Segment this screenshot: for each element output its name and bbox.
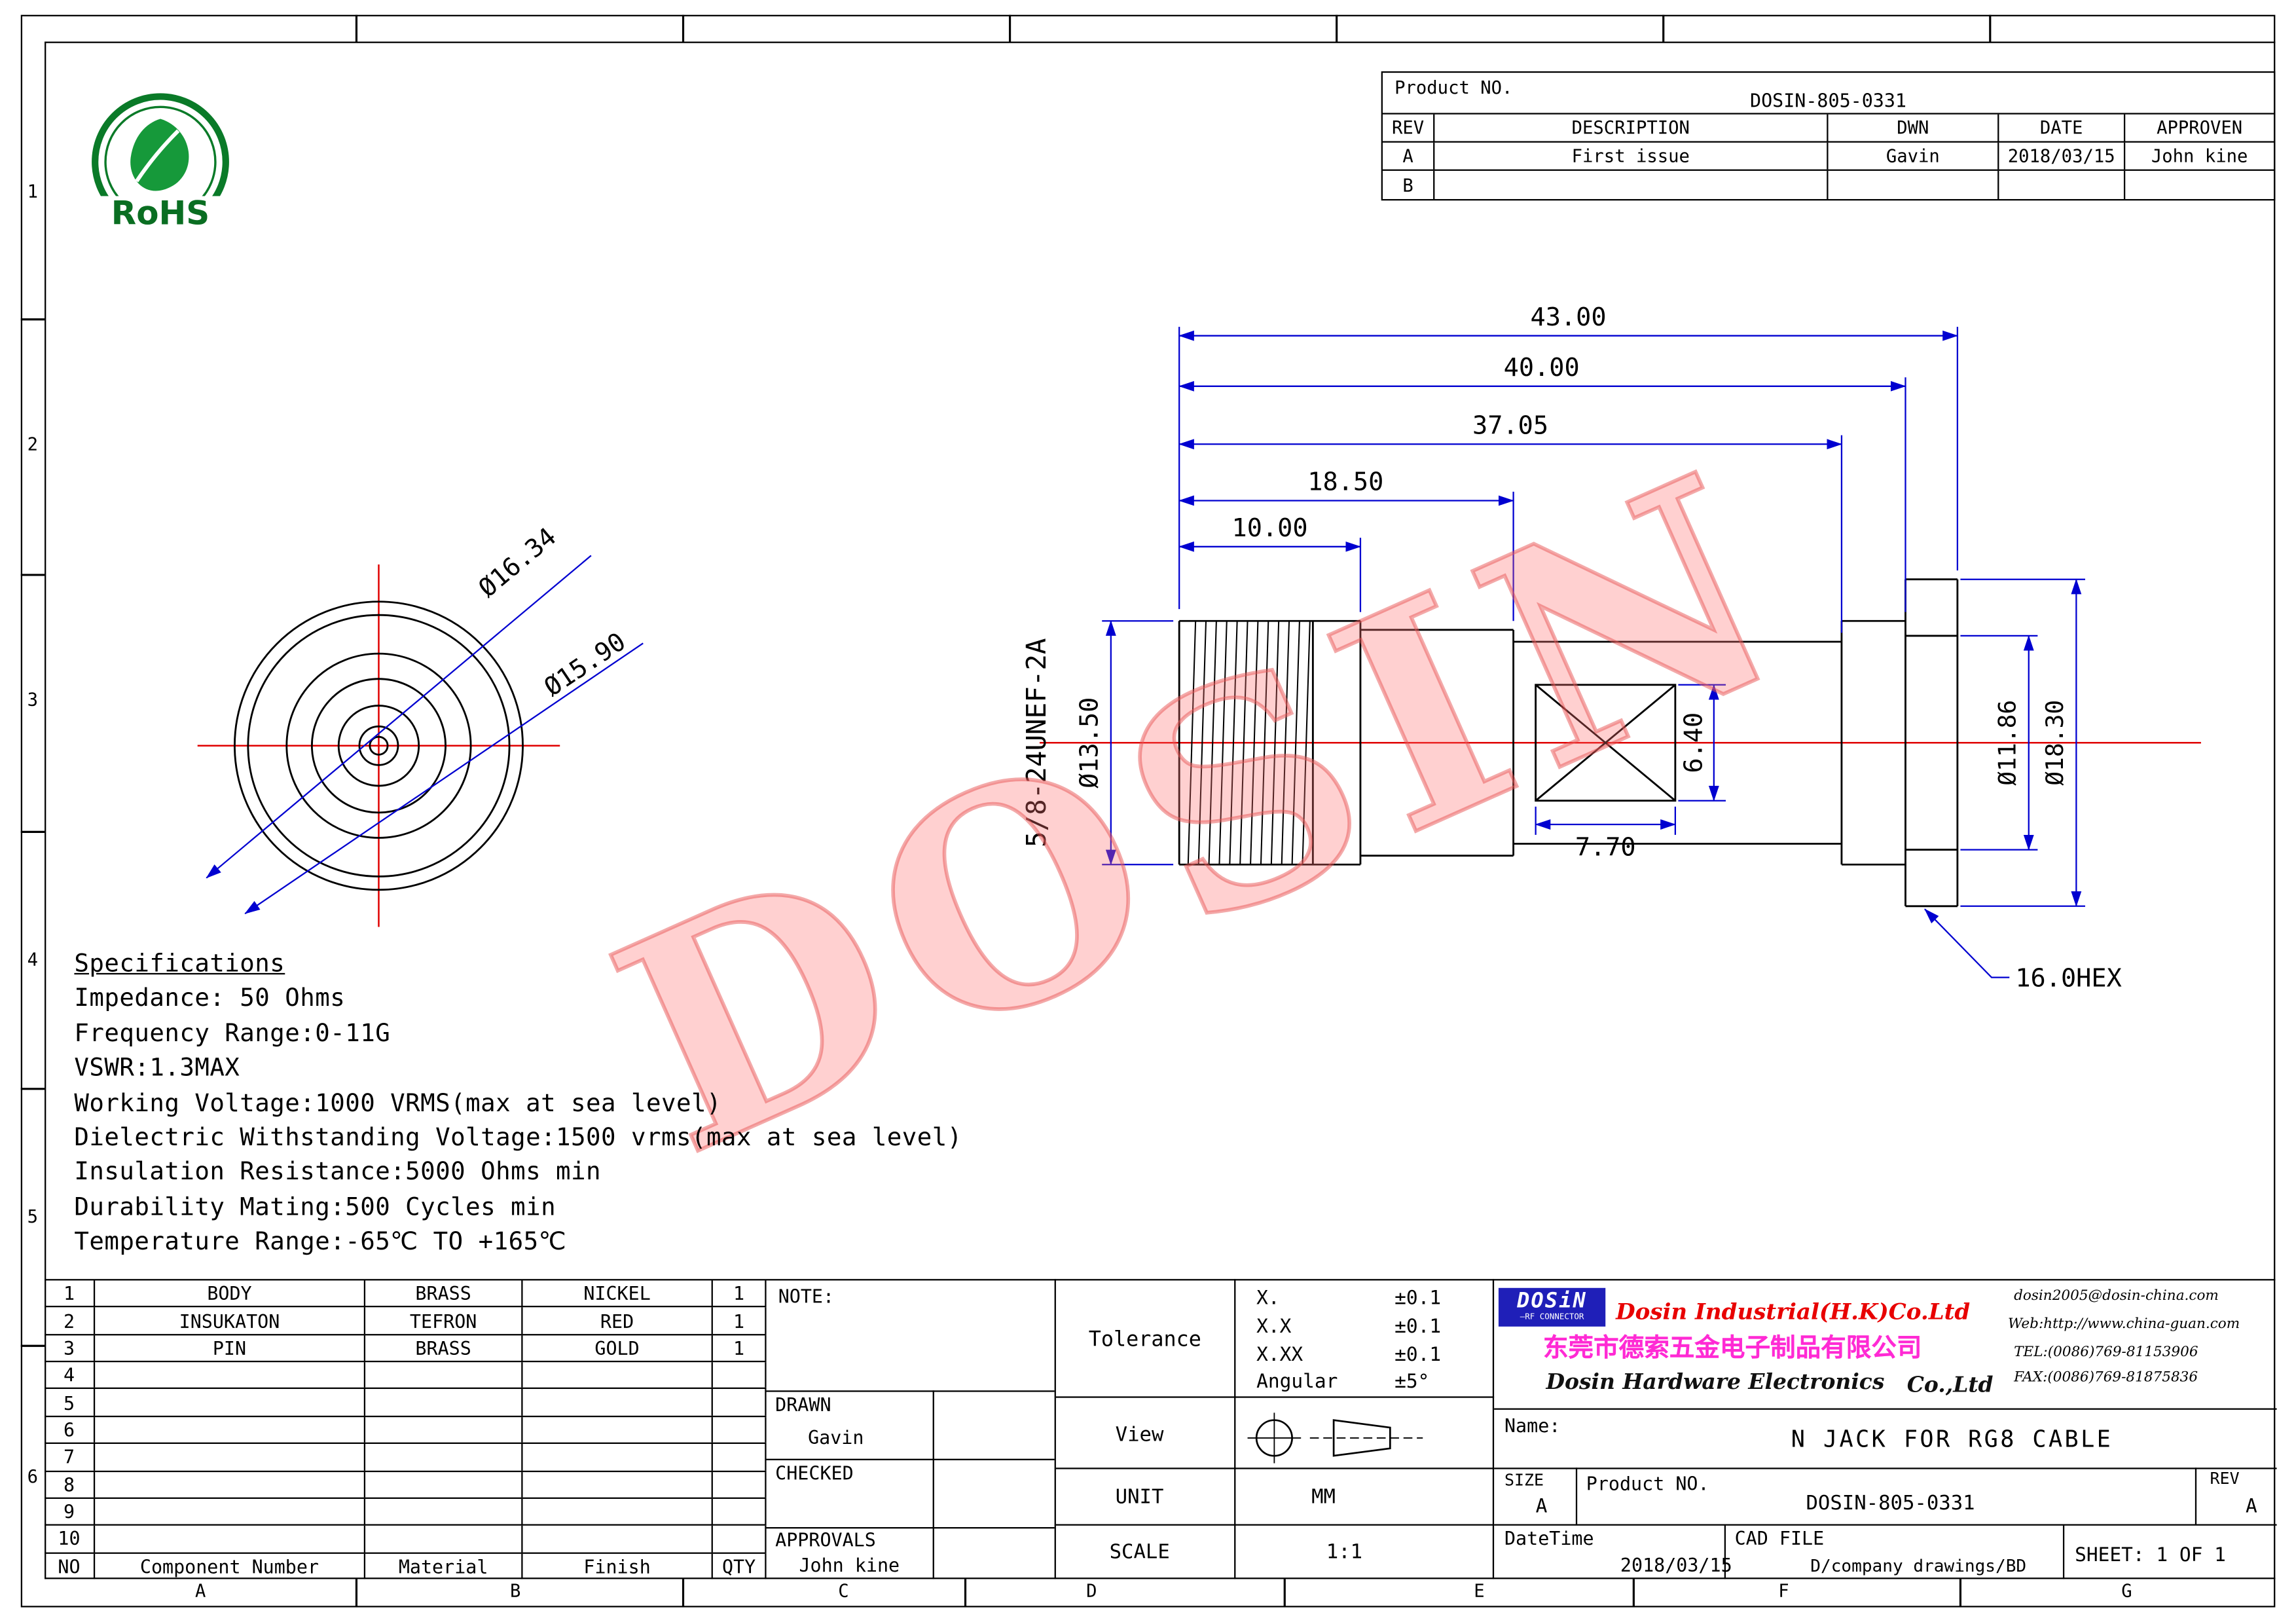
spec-line: Frequency Range:0-11G [74, 1018, 391, 1047]
notes-block: NOTE: DRAWN Gavin CHECKED APPROVALS John… [766, 1279, 1055, 1579]
bom-row-5: 5 [45, 1390, 767, 1417]
revision-table-header: REV DESCRIPTION DWN DATE APPROVEN [1382, 114, 2274, 143]
rev-value: A [2245, 1496, 2257, 1519]
col-description: DESCRIPTION [1434, 114, 1829, 141]
unit-value: MM [1311, 1485, 1336, 1509]
zone-col-e: E [1474, 1580, 1485, 1602]
datetime-label: DateTime [1504, 1527, 1594, 1550]
zone-row-3: 3 [27, 689, 39, 710]
bom-row-9: 9 [45, 1498, 767, 1526]
spec-line: Durability Mating:500 Cycles min [74, 1192, 556, 1221]
spec-line: Impedance: 50 Ohms [74, 984, 346, 1012]
tolerance-block: Tolerance X. ±0.1 X.X ±0.1 X.XX ±0.1 Ang… [1054, 1279, 1495, 1579]
company-block: DOSiN —RF CONNECTOR Dosin Industrial(H.K… [1492, 1279, 2277, 1579]
dosin-logo: DOSiN —RF CONNECTOR [1498, 1287, 1606, 1327]
dosin-logo-subtext: —RF CONNECTOR [1520, 1313, 1584, 1322]
size-value: A [1535, 1496, 1548, 1519]
zone-row-1: 1 [27, 181, 39, 202]
spec-line: Insulation Resistance:5000 Ohms min [74, 1158, 602, 1187]
cad-file-value: D/company drawings/BD [1810, 1555, 2027, 1576]
zone-row-6: 6 [27, 1466, 39, 1487]
col-approven: APPROVEN [2157, 117, 2243, 138]
scale-value: 1:1 [1326, 1540, 1363, 1564]
checked-label: CHECKED [775, 1462, 854, 1485]
company-name-en-red: Dosin Industrial(H.K)Co.Ltd [1616, 1298, 1971, 1325]
spec-line: Temperature Range:-65℃ TO +165℃ [74, 1227, 567, 1256]
outer-border [20, 14, 2276, 1608]
specifications: Specifications Impedance: 50 Ohms Freque… [74, 946, 1054, 1259]
dosin-logo-text: DOSiN [1517, 1289, 1588, 1314]
sheet-info: SHEET: 1 OF 1 [2075, 1545, 2226, 1568]
specs-title: Specifications [74, 949, 285, 978]
note-label: NOTE: [778, 1285, 835, 1308]
projection-symbol [1247, 1412, 1423, 1464]
col-rev: REV [1383, 114, 1435, 141]
scale-label: SCALE [1109, 1540, 1170, 1564]
approvals-label: APPROVALS [775, 1528, 876, 1551]
company-web: Web:http://www.china-guan.com [2008, 1316, 2240, 1333]
revision-row-b: B [1383, 170, 2274, 199]
inner-border [45, 41, 2276, 1579]
bom-row-7: 7 [45, 1444, 767, 1471]
spec-line: Working Voltage:1000 VRMS(max at sea lev… [74, 1088, 721, 1117]
zone-col-b: B [509, 1580, 521, 1602]
product-no-label-2: Product NO. [1586, 1472, 1709, 1495]
col-dwn: DWN [1829, 114, 1999, 141]
bom-row-6: 6 [45, 1416, 767, 1445]
view-label: View [1115, 1423, 1164, 1447]
drawn-value: Gavin [808, 1426, 864, 1449]
tolerance-label: Tolerance [1088, 1328, 1201, 1352]
titleblock-top-line [45, 1279, 2276, 1281]
company-tel: TEL:(0086)769-81153906 [2014, 1344, 2198, 1361]
bom-row-10: 10 [45, 1526, 767, 1553]
approvals-value: John kine [799, 1553, 900, 1576]
col-date: DATE [1999, 114, 2126, 141]
part-name: N JACK FOR RG8 CABLE [1791, 1426, 2113, 1453]
product-no-value: DOSIN-805-0331 [1750, 89, 1907, 112]
company-name-cn: 东莞市德索五金电子制品有限公司 [1542, 1334, 1922, 1364]
product-no-label: Product NO. [1394, 77, 1513, 98]
unit-label: UNIT [1115, 1485, 1164, 1509]
drawn-label: DRAWN [775, 1393, 831, 1416]
company-name-en-black: Dosin Hardware Electronics [1546, 1369, 1885, 1395]
revision-table-product-row: Product NO. DOSIN-805-0331 [1382, 73, 2274, 115]
zone-col-d: D [1086, 1580, 1097, 1602]
spec-line: VSWR:1.3MAX [74, 1053, 240, 1082]
company-email: dosin2005@dosin-china.com [2014, 1287, 2219, 1304]
revision-table: Product NO. DOSIN-805-0331 REV DESCRIPTI… [1381, 71, 2276, 201]
rev-label: REV [2210, 1469, 2240, 1489]
name-label: Name: [1504, 1414, 1561, 1437]
spec-line: Dielectric Withstanding Voltage:1500 vrm… [74, 1123, 962, 1152]
revision-row-a: A First issue Gavin 2018/03/15 John kine [1382, 142, 2274, 171]
datetime-value: 2018/03/15 [1620, 1553, 1732, 1576]
bom-row-4: 4 [45, 1362, 767, 1390]
size-label: SIZE [1504, 1470, 1544, 1490]
zone-col-f: F [1778, 1580, 1789, 1602]
zone-row-2: 2 [27, 434, 39, 455]
zone-row-5: 5 [27, 1206, 39, 1227]
zone-col-g: G [2121, 1580, 2132, 1602]
product-no-value-2: DOSIN-805-0331 [1806, 1491, 1975, 1515]
zone-col-c: C [838, 1580, 849, 1602]
company-fax: FAX:(0086)769-81875836 [2014, 1369, 2198, 1386]
zone-row-4: 4 [27, 949, 39, 970]
cad-file-label: CAD FILE [1734, 1527, 1825, 1550]
bom-row-8: 8 [45, 1471, 767, 1499]
zone-col-a: A [195, 1580, 206, 1602]
company-name-en-black-suffix: Co.,Ltd [1906, 1373, 1994, 1398]
